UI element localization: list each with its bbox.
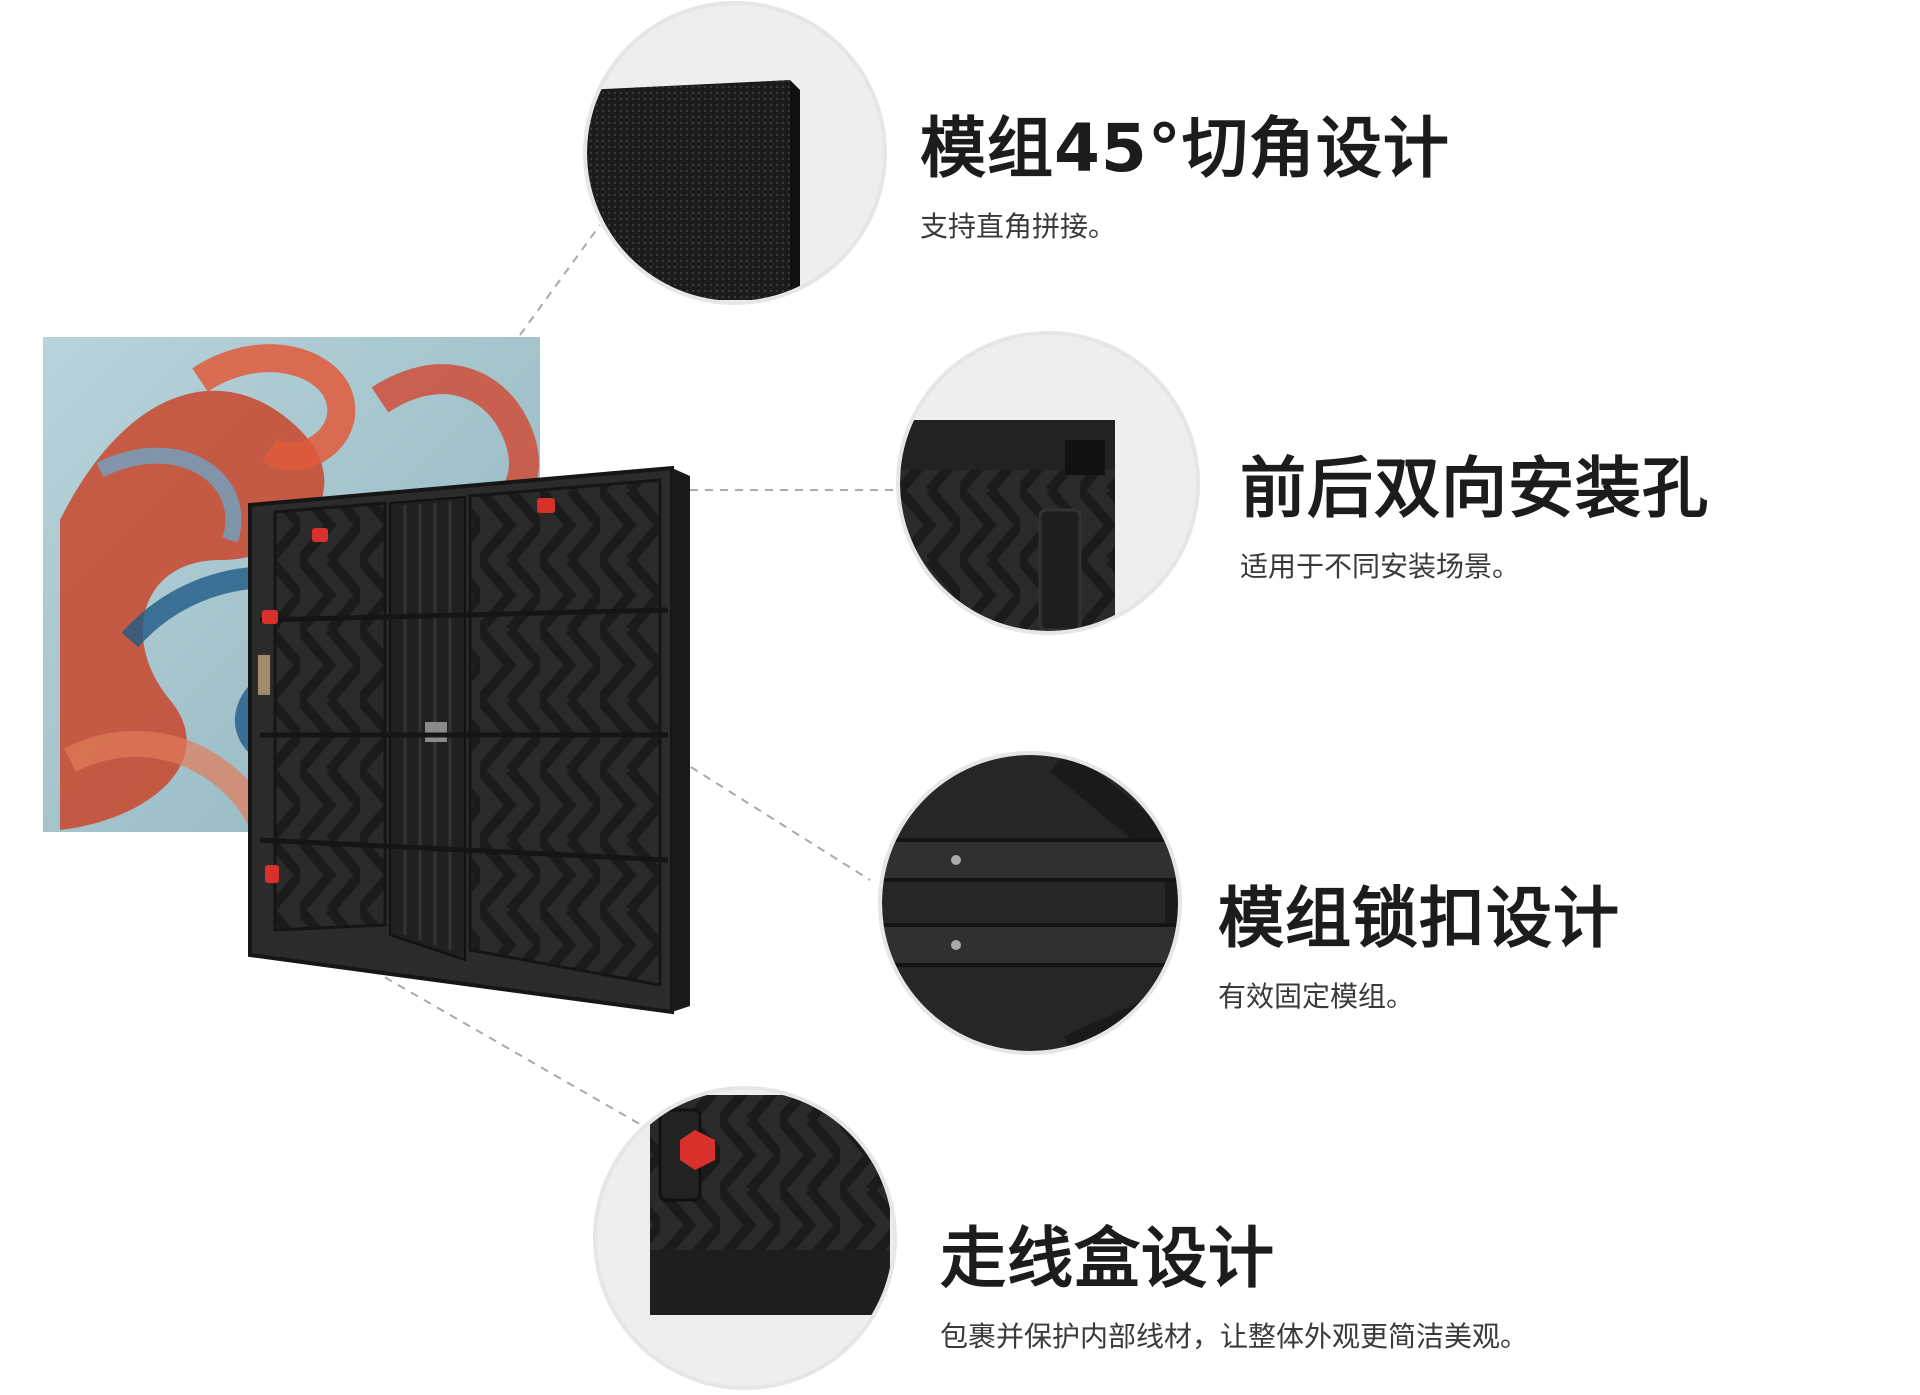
feature-title: 模组锁扣设计 [1218,880,1620,957]
detail-circle-cable-box [593,1086,897,1390]
feature-title: 模组45°切角设计 [920,110,1450,187]
feature-description: 适用于不同安装场景。 [1240,550,1521,583]
feature-title: 前后双向安装孔 [1240,450,1709,527]
detail-circle-lock [878,751,1182,1055]
feature-description: 包裹并保护内部线材，让整体外观更简洁美观。 [940,1320,1529,1353]
feature-description: 有效固定模组。 [1218,980,1415,1013]
detail-circle-corner [583,1,887,305]
detail-circle-mounting-holes [896,331,1200,635]
feature-cable-box: 走线盒设计 包裹并保护内部线材，让整体外观更简洁美观。 [940,1205,1528,1355]
led-cabinet-image [248,465,690,1015]
feature-module-lock: 模组锁扣设计 有效固定模组。 [1218,865,1620,1015]
feature-title: 走线盒设计 [940,1220,1275,1297]
feature-corner-design: 模组45°切角设计 支持直角拼接。 [920,95,1450,245]
feature-mounting-holes: 前后双向安装孔 适用于不同安装场景。 [1240,435,1709,585]
feature-description: 支持直角拼接。 [920,210,1117,243]
